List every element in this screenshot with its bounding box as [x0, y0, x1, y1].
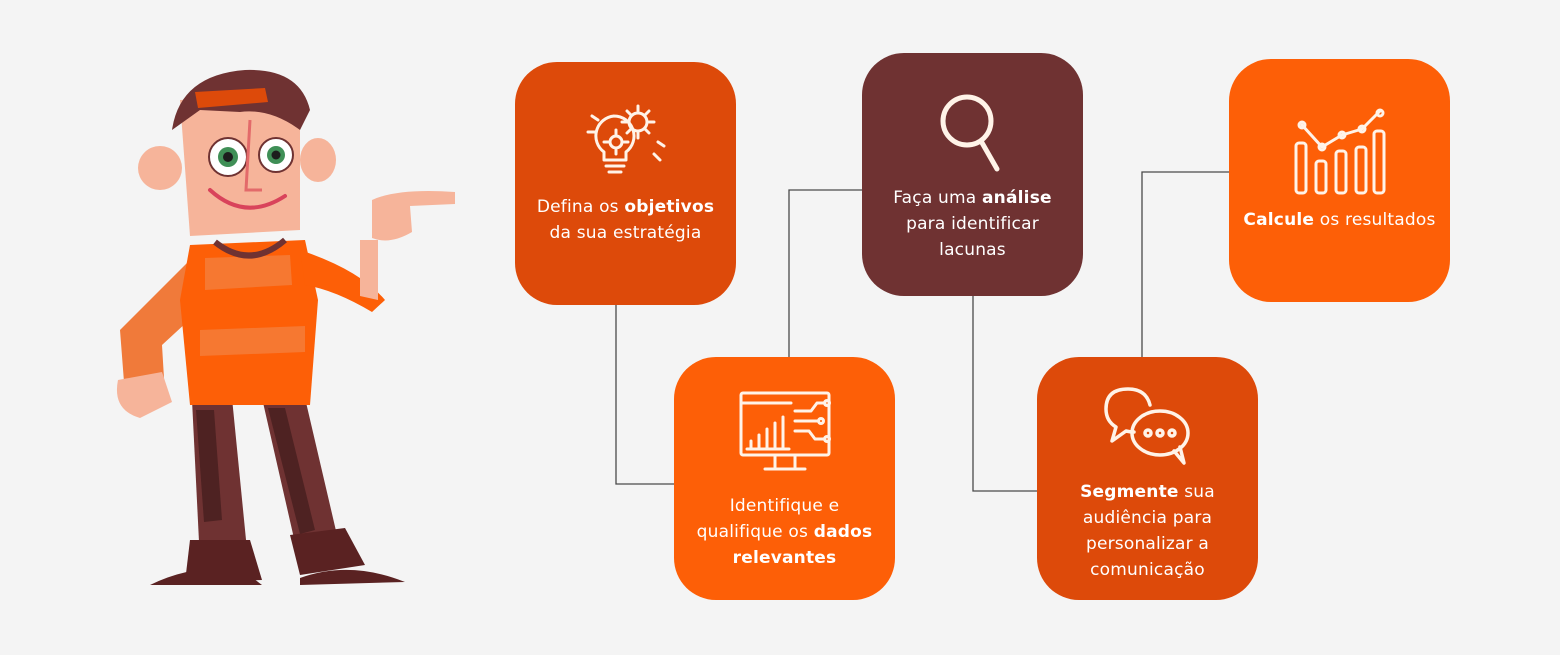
step-text: Calcule os resultados — [1243, 210, 1436, 230]
connector-3-4 — [972, 296, 1037, 492]
step-card-segmente: Segmente sua audiência para personalizar… — [1037, 357, 1258, 600]
step-text: Defina os objetivos da sua estratégia — [536, 197, 715, 243]
step-text: Identifique e qualifique os dados releva… — [696, 496, 873, 568]
magnifier-icon — [940, 94, 999, 172]
step-card-calcule: Calcule os resultados — [1229, 59, 1450, 302]
connector-1-2 — [615, 305, 674, 485]
cartoon-man-pointing-illustration — [116, 69, 455, 585]
step-card-objetivos: Defina os objetivos da sua estratégia — [515, 62, 736, 305]
data-monitor-chart-icon — [739, 391, 831, 471]
bar-line-chart-icon — [1294, 108, 1385, 195]
connector-4-5 — [1141, 171, 1229, 357]
step-card-dados-relevantes: Identifique e qualifique os dados releva… — [674, 357, 895, 600]
step-text: Faça uma análise para identificar lacuna… — [893, 188, 1052, 260]
gear-lightbulb-icon — [586, 104, 665, 174]
step-card-analise: Faça uma análise para identificar lacuna… — [862, 53, 1083, 296]
step-text: Segmente sua audiência para personalizar… — [1080, 482, 1215, 580]
chat-bubbles-icon — [1103, 387, 1190, 465]
connector-2-3 — [788, 189, 862, 357]
